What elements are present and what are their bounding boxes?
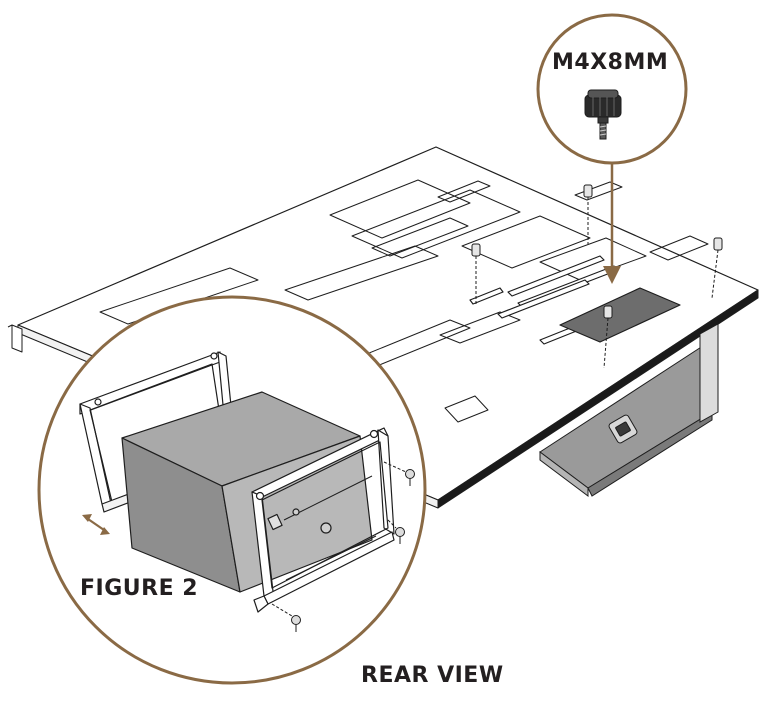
tray-thumbscrews <box>471 184 723 369</box>
thumbscrew-icon <box>711 237 723 299</box>
thumbscrew-icon <box>471 243 481 305</box>
screw-icon <box>387 519 405 544</box>
rear-bracket <box>444 395 489 423</box>
psu-opening <box>559 287 681 343</box>
tray-slots <box>469 255 619 345</box>
thumbscrew-icon <box>583 184 593 244</box>
screw-icon <box>271 603 301 632</box>
thumbscrew-icon <box>603 305 613 369</box>
slide-arrow-icon <box>82 514 110 535</box>
view-label: REAR VIEW <box>361 663 504 688</box>
screw-callout <box>536 13 688 284</box>
figure-label: FIGURE 2 <box>80 576 199 601</box>
callout-circle <box>536 13 688 165</box>
psu-under-tray <box>539 323 719 497</box>
tray-cutouts <box>99 179 709 369</box>
screw-icon <box>383 461 415 486</box>
screw-size-label: M4X8MM <box>552 50 669 75</box>
thumbscrew-icon <box>584 89 622 140</box>
figure-detail <box>37 295 427 685</box>
bracket-screws <box>271 461 415 632</box>
psu-front-bracket <box>251 427 395 613</box>
tray-left-flange <box>11 324 23 353</box>
callout-arrowhead <box>603 266 621 284</box>
